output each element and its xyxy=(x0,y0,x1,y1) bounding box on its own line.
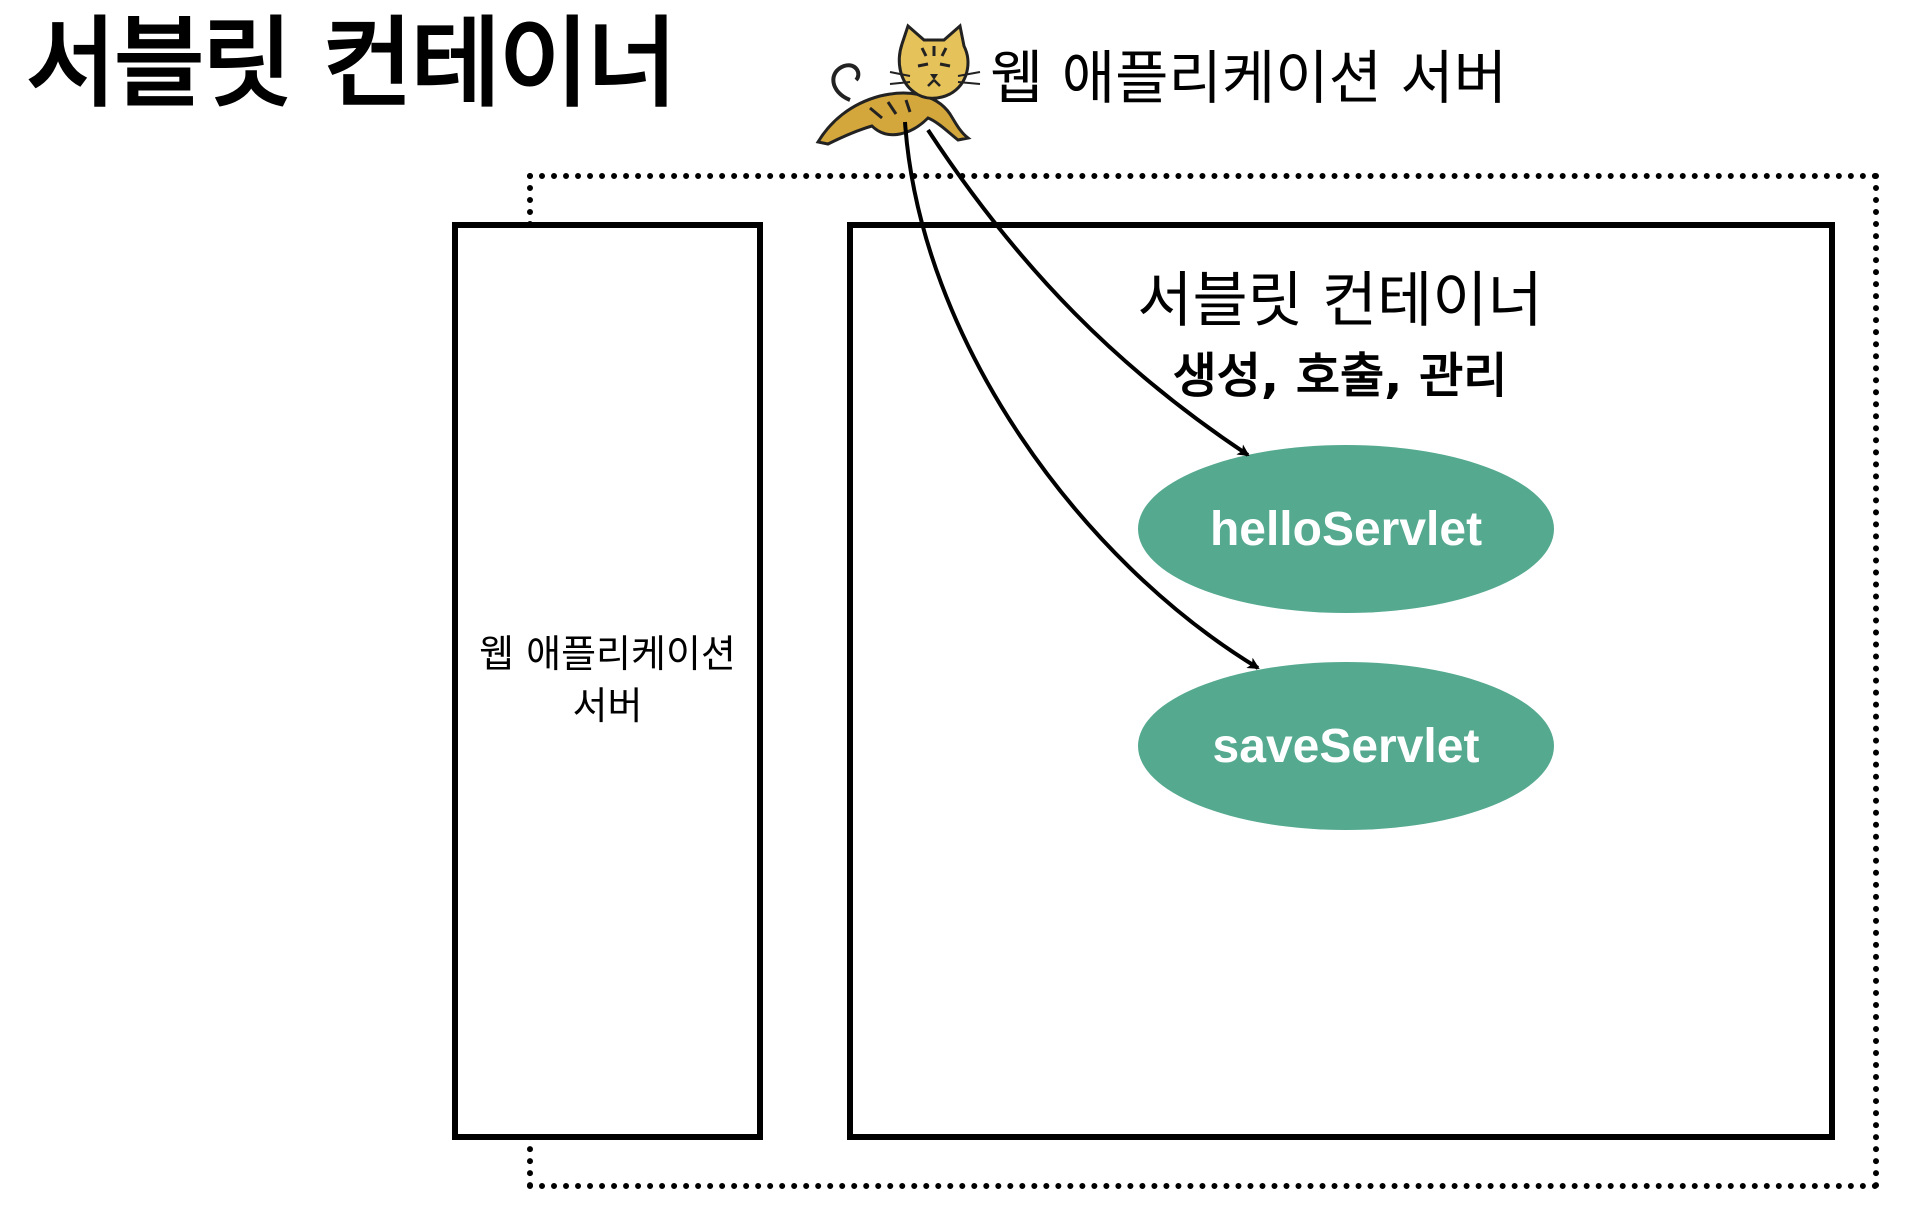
was-box-label-line2: 서버 xyxy=(572,684,643,728)
save-servlet-label: saveServlet xyxy=(1212,719,1480,773)
tomcat-cat-icon xyxy=(815,23,981,146)
save-servlet-node: saveServlet xyxy=(1138,662,1554,830)
was-box xyxy=(452,222,763,1140)
tomcat-label: 웹 애플리케이션 서버 xyxy=(990,44,1508,112)
was-box-label-line1: 웹 애플리케이션 xyxy=(479,632,736,676)
servlet-container-description: 생성, 호출, 관리 xyxy=(1172,348,1508,404)
page-title: 서블릿 컨테이너 xyxy=(26,7,677,121)
hello-servlet-label: helloServlet xyxy=(1209,502,1483,556)
hello-servlet-node: helloServlet xyxy=(1138,445,1554,613)
was-box-label: 웹 애플리케이션 서버 xyxy=(452,628,763,732)
servlet-container-title: 서블릿 컨테이너 xyxy=(1137,266,1543,336)
